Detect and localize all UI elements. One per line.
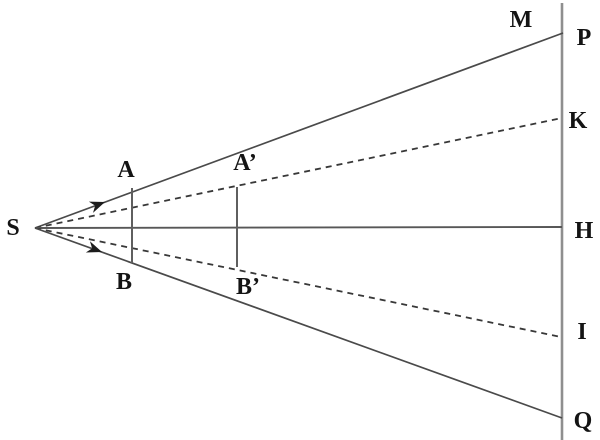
label-a: A <box>117 157 135 183</box>
arrow-top-ray <box>88 201 105 213</box>
ray-top-dashed <box>34 117 563 229</box>
label-b: B <box>115 269 133 295</box>
label-k: K <box>568 108 588 134</box>
label-b-prime: B’ <box>236 274 260 300</box>
label-m: M <box>509 7 533 33</box>
label-i: I <box>577 319 587 345</box>
label-h: H <box>574 218 594 244</box>
central-axis <box>34 226 563 229</box>
label-p: P <box>576 25 592 51</box>
ray-bottom-solid <box>34 227 563 419</box>
ray-bottom-dashed <box>34 227 562 338</box>
ray-top-solid <box>34 32 564 229</box>
label-a-prime: A’ <box>233 150 257 176</box>
label-q: Q <box>573 408 593 434</box>
label-s: S <box>6 215 20 241</box>
arrow-bottom-ray <box>85 241 102 253</box>
